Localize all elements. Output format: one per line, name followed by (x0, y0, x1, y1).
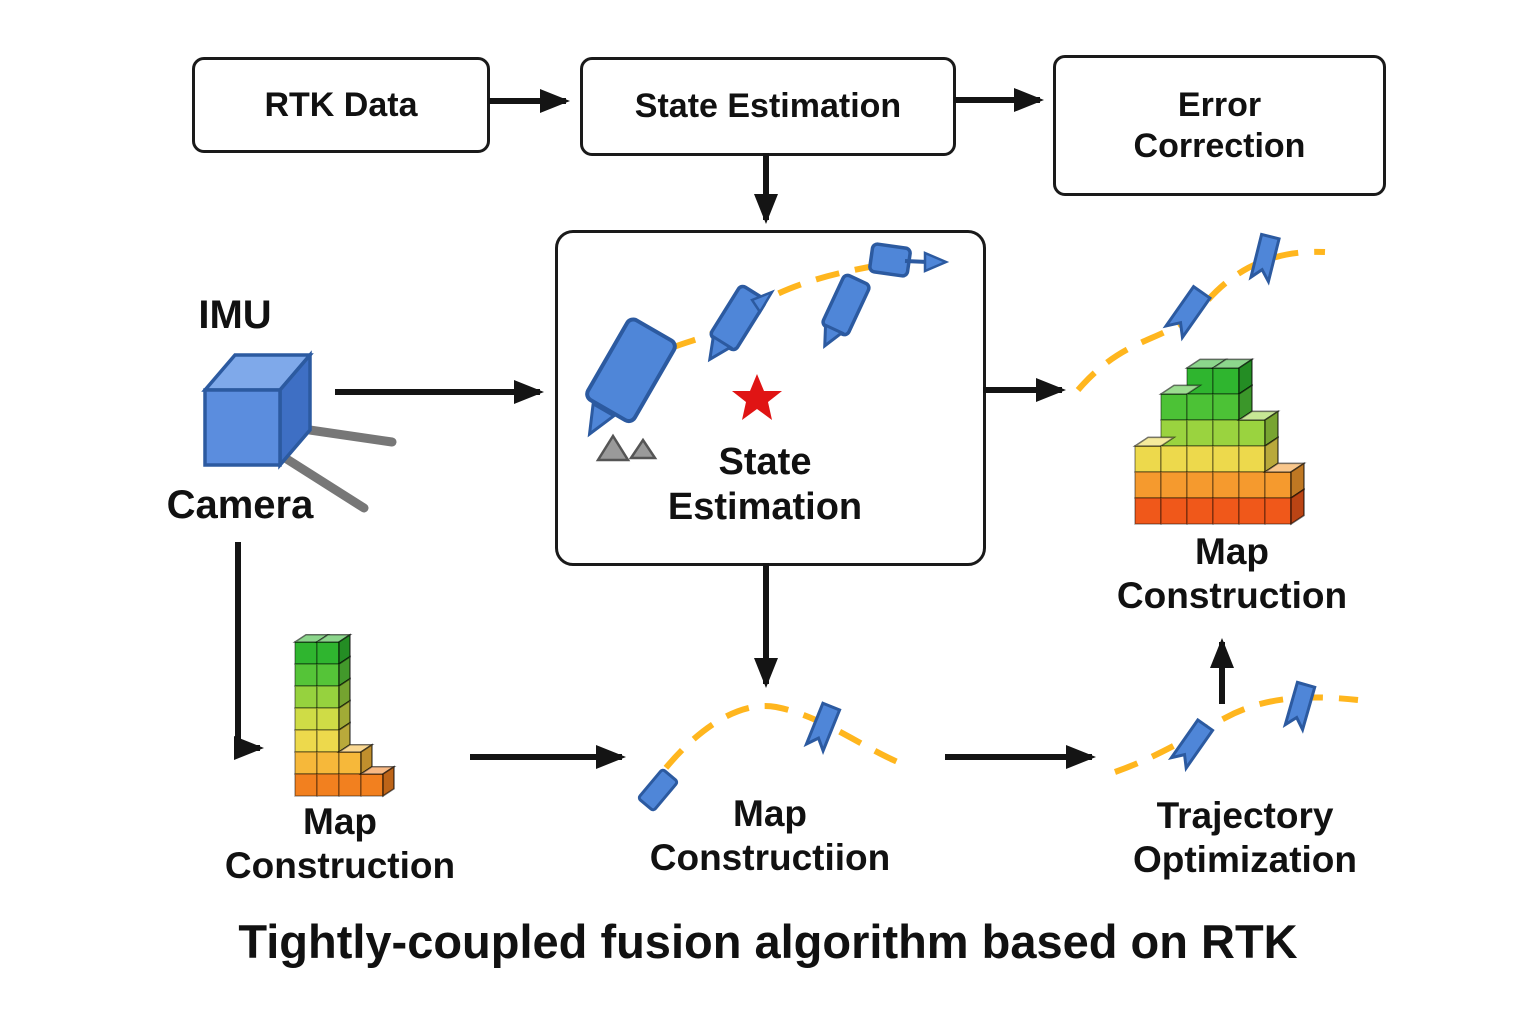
trajectory-label-line1: Trajectory (1156, 795, 1334, 836)
state-estimation-top-box: State Estimation (580, 57, 956, 156)
diagram-caption: Tightly-coupled fusion algorithm based o… (238, 915, 1298, 968)
rtk-data-label: RTK Data (264, 85, 418, 124)
map-middle-label-line2: Constructiion (649, 836, 891, 878)
output-trajectory (1075, 232, 1326, 392)
trajectory-label-line2: Optimization (1132, 838, 1358, 880)
error-correction-box: Error Correction (1053, 55, 1386, 196)
error-correction-label-line2: Correction (1133, 126, 1306, 165)
arrow-camera-to-map-left (234, 542, 264, 760)
pose-banner-icon (1167, 717, 1215, 773)
trajectory-dashed-right (1113, 694, 1359, 775)
map-right-label-line1: Map (1195, 531, 1269, 572)
error-correction-label-line1: Error (1177, 85, 1262, 124)
map-middle-label: Map Constructiion (608, 792, 932, 879)
map-left-label-line2: Construction (224, 844, 456, 886)
map-left-label-line1: Map (303, 801, 377, 842)
map-right-label: Map Construction (1072, 530, 1392, 617)
state-center-label: State Estimation (610, 440, 920, 530)
state-center-label-line2: Estimation (667, 485, 863, 528)
trajectory-dashed-middle (639, 703, 902, 802)
pose-banner-icon (803, 701, 842, 755)
voxel-map-left-icon (292, 633, 397, 798)
state-center-label-line1: State (718, 441, 812, 483)
voxel-map-right-icon (1132, 358, 1307, 526)
rtk-data-box: RTK Data (192, 57, 490, 153)
trajectory-optimization-label: Trajectory Optimization (1078, 794, 1412, 881)
map-right-label-line2: Construction (1116, 574, 1348, 616)
state-estimation-top-label: State Estimation (634, 87, 902, 126)
pose-banner-icon (1282, 680, 1317, 734)
imu-label: IMU (198, 293, 272, 337)
pose-banner-icon (1248, 232, 1281, 286)
trajectory-optimization-trajectory (1113, 680, 1359, 775)
map-middle-label-line1: Map (733, 793, 807, 834)
map-left-label: Map Construction (195, 800, 485, 887)
trajectory-dashed-output (1075, 248, 1326, 392)
pose-banner-icon (1162, 284, 1213, 342)
camera-label: Camera (166, 483, 314, 527)
